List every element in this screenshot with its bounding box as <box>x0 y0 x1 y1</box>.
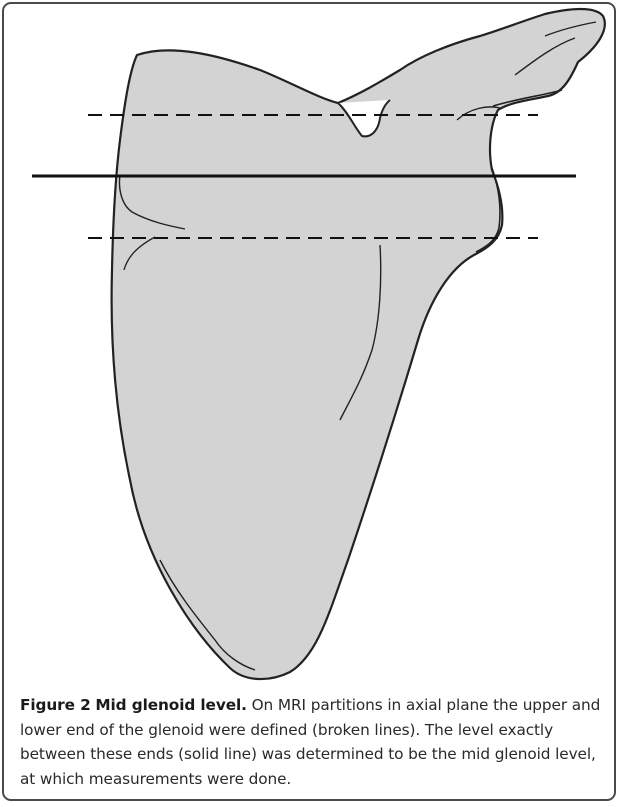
figure-title: Mid glenoid level. <box>95 696 246 714</box>
figure-caption: Figure 2 Mid glenoid level. On MRI parti… <box>20 693 612 791</box>
scapula-illustration <box>0 0 622 700</box>
figure-label: Figure 2 <box>20 696 91 714</box>
